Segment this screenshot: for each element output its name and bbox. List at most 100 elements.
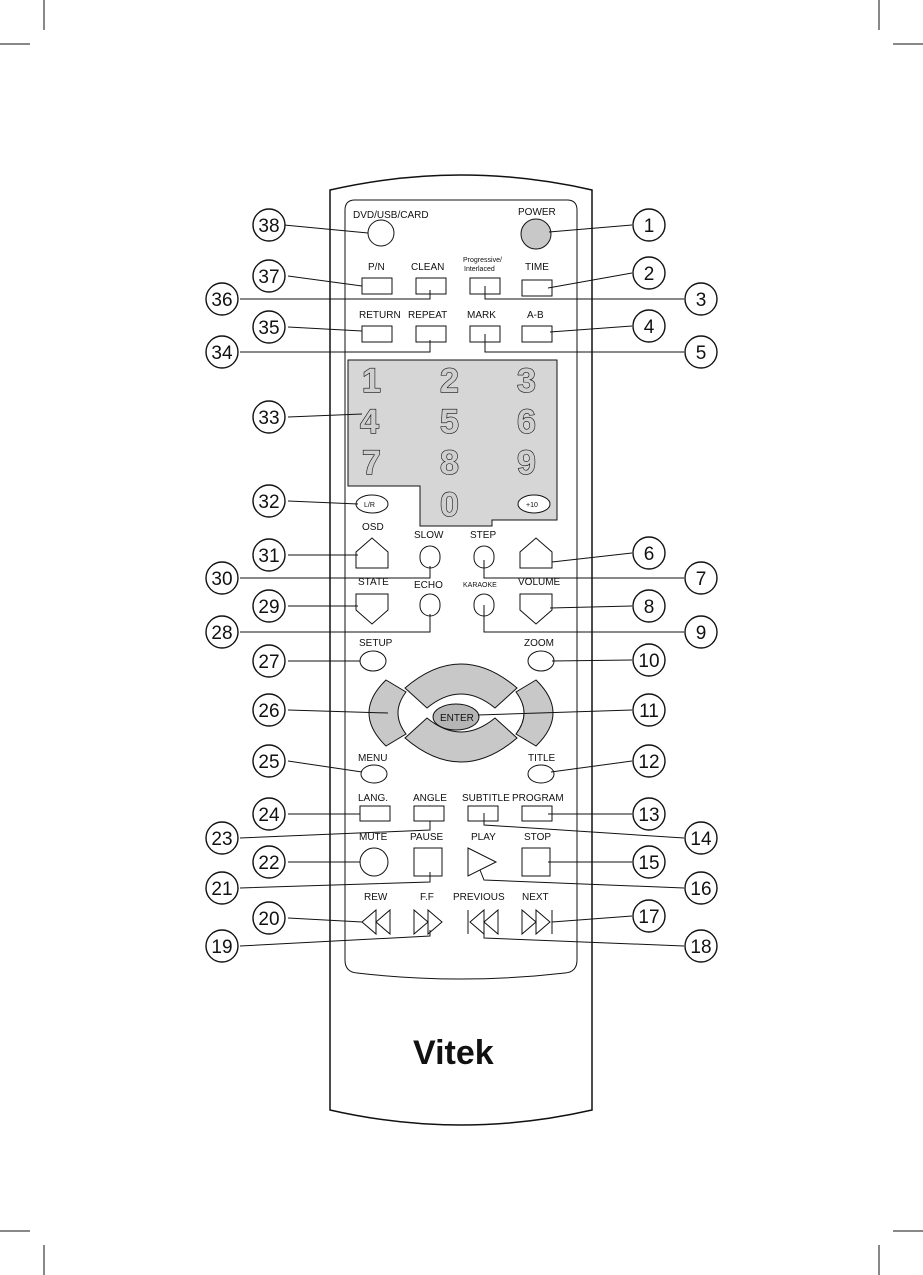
progressive-label: Progressive/ — [463, 257, 502, 264]
callout-8: 8 — [644, 597, 655, 618]
dvd-usb-card-label: DVD/USB/CARD — [353, 210, 429, 221]
repeat-button[interactable] — [415, 325, 447, 343]
callout-7-marker — [684, 561, 718, 595]
ab-button[interactable] — [521, 325, 553, 343]
clean-button[interactable] — [415, 277, 447, 295]
callout-27-marker — [252, 644, 286, 678]
callout-25-marker — [252, 744, 286, 778]
digit-8-button[interactable]: 8 — [439, 443, 459, 482]
callout-23: 23 — [211, 829, 232, 850]
callout-30-marker — [205, 561, 239, 595]
title-label: TITLE — [528, 753, 556, 764]
callout-2-marker — [632, 256, 666, 290]
state-button[interactable] — [355, 593, 389, 625]
volume-down-button[interactable] — [519, 593, 553, 625]
slow-button[interactable] — [419, 545, 441, 569]
callout-37: 37 — [258, 267, 279, 288]
setup-button[interactable] — [359, 650, 387, 672]
play-button[interactable] — [467, 847, 498, 877]
pause-button[interactable] — [413, 847, 443, 877]
callout-5-marker — [684, 335, 718, 369]
callout-8-marker — [632, 589, 666, 623]
digit-1-button[interactable]: 1 — [361, 361, 381, 400]
callout-32: 32 — [258, 492, 279, 513]
stop-label: STOP — [524, 832, 551, 843]
digit-9-button[interactable]: 9 — [516, 443, 536, 482]
volume-up-button[interactable] — [519, 537, 553, 569]
plus10-button[interactable] — [517, 494, 551, 514]
callout-36-marker — [205, 282, 239, 316]
callout-35-marker — [252, 310, 286, 344]
digit-5-button[interactable]: 5 — [439, 402, 459, 441]
callout-1: 1 — [644, 216, 655, 237]
program-button[interactable] — [521, 805, 553, 822]
callout-leaders — [239, 224, 685, 947]
callout-21: 21 — [211, 879, 232, 900]
callout-16-marker — [684, 871, 718, 905]
callout-12: 12 — [638, 752, 659, 773]
callout-22: 22 — [258, 853, 279, 874]
echo-button[interactable] — [419, 593, 441, 617]
clean-label: CLEAN — [411, 262, 444, 273]
callout-15-marker — [632, 845, 666, 879]
digit-2-button[interactable]: 2 — [439, 361, 459, 400]
digit-6-button[interactable]: 6 — [516, 402, 536, 441]
play-label: PLAY — [471, 832, 496, 843]
callout-19-marker — [205, 929, 239, 963]
callout-18-marker — [684, 929, 718, 963]
subtitle-button[interactable] — [467, 805, 499, 822]
lang-button[interactable] — [359, 805, 391, 822]
time-button[interactable] — [521, 279, 553, 297]
callout-1-marker — [632, 208, 666, 242]
title-button[interactable] — [527, 764, 555, 784]
slow-label: SLOW — [414, 530, 444, 541]
callout-16: 16 — [690, 879, 711, 900]
pn-button[interactable] — [361, 277, 393, 295]
enter-button[interactable] — [432, 703, 480, 731]
callout-5: 5 — [696, 343, 707, 364]
callout-19: 19 — [211, 937, 232, 958]
callout-6-marker — [632, 536, 666, 570]
callout-38-marker — [252, 208, 286, 242]
callout-34-marker — [205, 335, 239, 369]
zoom-button[interactable] — [527, 650, 555, 672]
callout-13-marker — [632, 797, 666, 831]
callout-29-marker — [252, 589, 286, 623]
menu-button[interactable] — [360, 764, 388, 784]
zoom-label: ZOOM — [524, 638, 554, 649]
mute-label: MUTE — [359, 832, 388, 843]
power-button[interactable] — [520, 218, 552, 250]
ab-label: A-B — [527, 310, 544, 321]
ff-button[interactable] — [413, 908, 443, 936]
nav-up-button[interactable] — [404, 663, 518, 709]
previous-label: PREVIOUS — [453, 892, 505, 903]
callout-32-marker — [252, 484, 286, 518]
callout-28-marker — [205, 615, 239, 649]
return-button[interactable] — [361, 325, 393, 343]
angle-button[interactable] — [413, 805, 445, 822]
next-button[interactable] — [521, 908, 553, 936]
digit-0-button[interactable]: 0 — [439, 485, 459, 524]
callout-20: 20 — [258, 909, 279, 930]
mute-button[interactable] — [359, 847, 389, 877]
lang-label: LANG. — [358, 793, 388, 804]
digit-4-button[interactable]: 4 — [359, 402, 379, 441]
digit-3-button[interactable]: 3 — [516, 361, 536, 400]
callout-23-marker — [205, 821, 239, 855]
dvd-usb-card-button[interactable] — [367, 219, 395, 247]
remote-panel — [344, 199, 578, 980]
callout-28: 28 — [211, 623, 232, 644]
callout-26-marker — [252, 693, 286, 727]
digit-7-button[interactable]: 7 — [361, 443, 381, 482]
volume-label: VOLUME — [518, 577, 561, 588]
mark-label: MARK — [467, 310, 496, 321]
rew-button[interactable] — [361, 908, 391, 936]
pause-label: PAUSE — [410, 832, 443, 843]
callout-7: 7 — [696, 569, 707, 590]
callout-3: 3 — [696, 290, 707, 311]
subtitle-label: SUBTITLE — [462, 793, 510, 804]
callout-21-marker — [205, 871, 239, 905]
stop-button[interactable] — [521, 847, 551, 877]
rew-label: REW — [364, 892, 388, 903]
